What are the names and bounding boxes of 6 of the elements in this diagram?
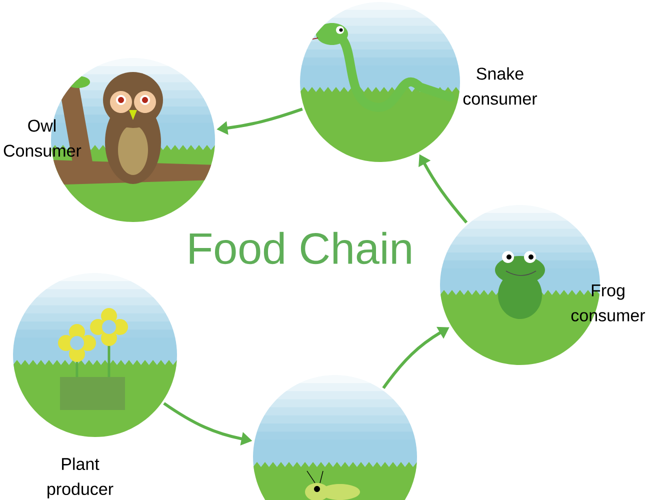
title: Food Chain [190, 232, 411, 264]
snake-drawing [300, 2, 460, 162]
flower-drawing [13, 273, 177, 437]
grasshopper-drawing [253, 374, 417, 500]
animal-label: Snake consumer [463, 67, 538, 105]
animal-label: Plant producer [48, 458, 114, 498]
